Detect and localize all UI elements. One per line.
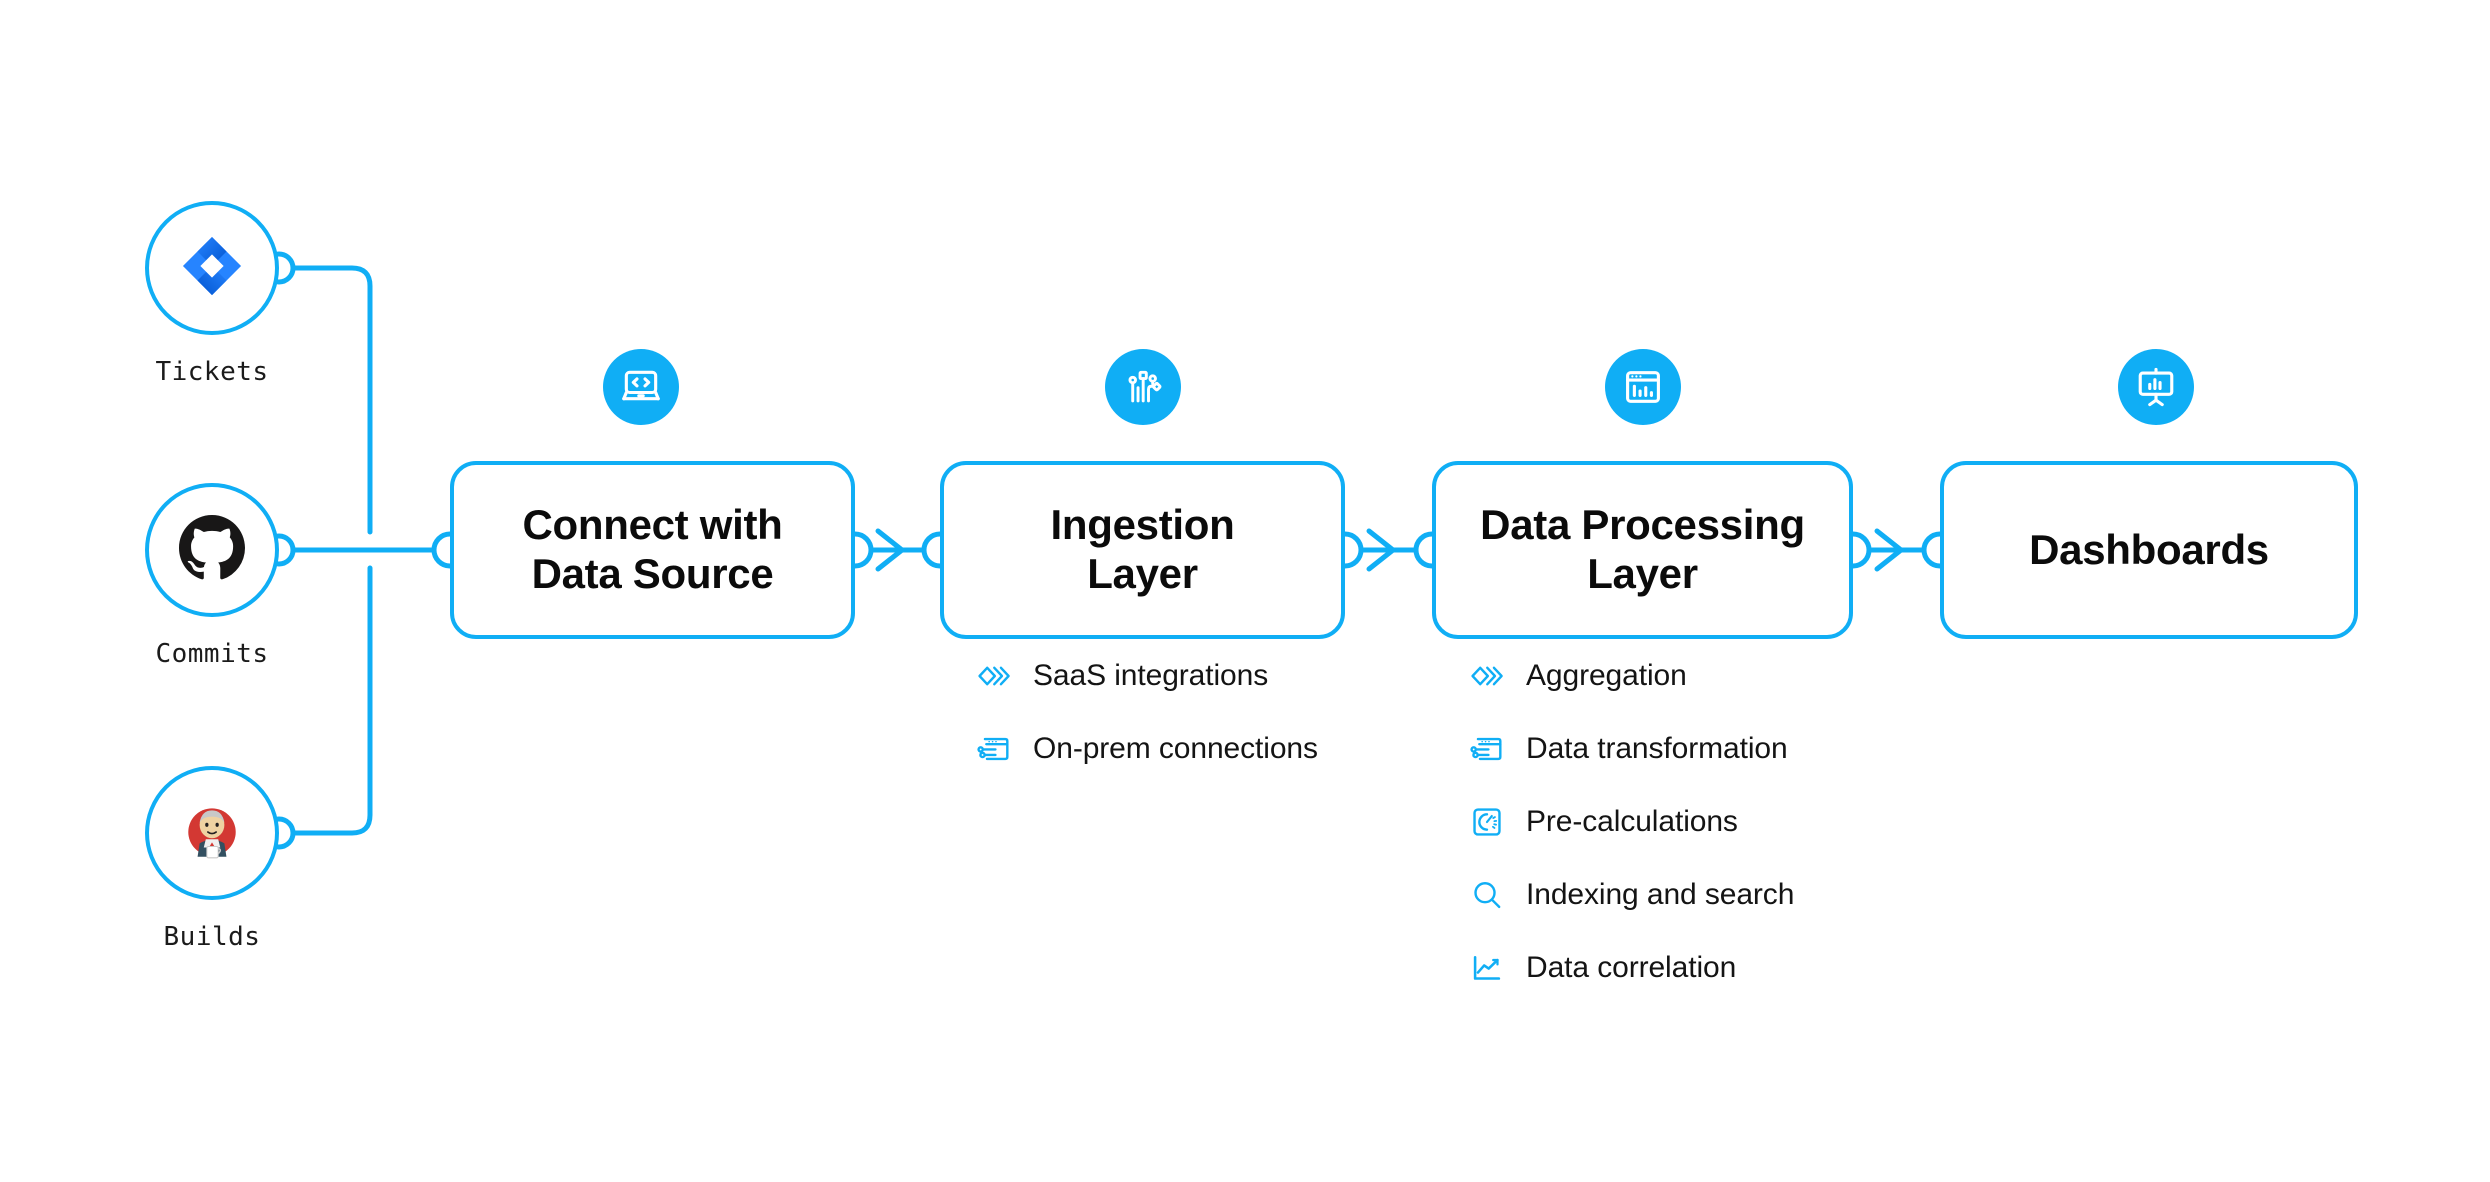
arrowhead-1: [875, 528, 905, 572]
source-label: Builds: [163, 922, 261, 952]
stage-title-ingestion: Ingestion Layer: [1033, 501, 1253, 598]
feature-item: SaaS integrations: [975, 653, 1318, 699]
feature-item: Aggregation: [1468, 653, 1794, 699]
source-label: Commits: [155, 639, 269, 669]
source-node-commits[interactable]: Commits: [145, 483, 279, 669]
feature-list-ingestion: SaaS integrations On-prem connections: [975, 653, 1318, 772]
feature-item: On-prem connections: [975, 726, 1318, 772]
search-icon: [1468, 876, 1506, 914]
feature-label: Data transformation: [1526, 732, 1788, 765]
arrowhead-3: [1874, 528, 1904, 572]
line-chart-icon: [1468, 949, 1506, 987]
feature-item: Data transformation: [1468, 726, 1794, 772]
wire-tickets: [287, 265, 373, 535]
stage-title-connect: Connect with Data Source: [504, 501, 800, 598]
laptop-code-icon: [619, 365, 663, 409]
feature-label: On-prem connections: [1033, 732, 1318, 765]
feature-label: Data correlation: [1526, 951, 1737, 984]
stage-box-ingestion[interactable]: Ingestion Layer: [940, 461, 1345, 639]
feature-label: Aggregation: [1526, 659, 1687, 692]
stage-title-line2: Data Source: [531, 550, 774, 597]
badge-connect: [603, 349, 679, 425]
feature-item: Pre-calculations: [1468, 799, 1794, 845]
stage-title-dashboards: Dashboards: [2011, 526, 2287, 575]
stage-box-processing[interactable]: Data Processing Layer: [1432, 461, 1853, 639]
stage-box-dashboards[interactable]: Dashboards: [1940, 461, 2358, 639]
source-node-builds[interactable]: Builds: [145, 766, 279, 952]
window-barchart-icon: [1621, 365, 1665, 409]
feature-item: Data correlation: [1468, 945, 1794, 991]
presentation-chart-icon: [2134, 365, 2178, 409]
stage-title-line1: Dashboards: [2029, 525, 2269, 573]
gauge-square-icon: [1468, 803, 1506, 841]
stage-title-line2: Layer: [1587, 550, 1698, 597]
chevrons-layers-icon: [1468, 657, 1506, 695]
feature-label: SaaS integrations: [1033, 659, 1269, 692]
feature-label: Indexing and search: [1526, 878, 1795, 911]
jira-icon: [181, 235, 243, 302]
source-ring: [145, 483, 279, 617]
stage-title-line1: Connect with: [522, 501, 783, 549]
feature-item: Indexing and search: [1468, 872, 1794, 918]
source-ring: [145, 766, 279, 900]
feature-label: Pre-calculations: [1526, 805, 1738, 838]
window-sliders-icon: [975, 730, 1013, 768]
arrowhead-2: [1366, 528, 1396, 572]
badge-dashboards: [2118, 349, 2194, 425]
source-ring: [145, 201, 279, 335]
badge-processing: [1605, 349, 1681, 425]
source-node-tickets[interactable]: Tickets: [145, 201, 279, 387]
chevrons-layers-icon: [975, 657, 1013, 695]
stage-box-connect[interactable]: Connect with Data Source: [450, 461, 855, 639]
stage-title-line2: Layer: [1087, 550, 1198, 597]
github-icon: [179, 514, 245, 586]
stage-title-line1: Data Processing: [1480, 501, 1805, 549]
source-label: Tickets: [155, 357, 269, 387]
window-sliders-icon: [1468, 730, 1506, 768]
circuit-nodes-icon: [1121, 365, 1165, 409]
stage-title-line1: Ingestion: [1050, 501, 1235, 549]
feature-list-processing: Aggregation Data transformation: [1468, 653, 1794, 991]
stage-title-processing: Data Processing Layer: [1462, 501, 1823, 598]
jenkins-icon: [179, 798, 245, 869]
badge-ingestion: [1105, 349, 1181, 425]
wire-builds: [287, 565, 373, 836]
